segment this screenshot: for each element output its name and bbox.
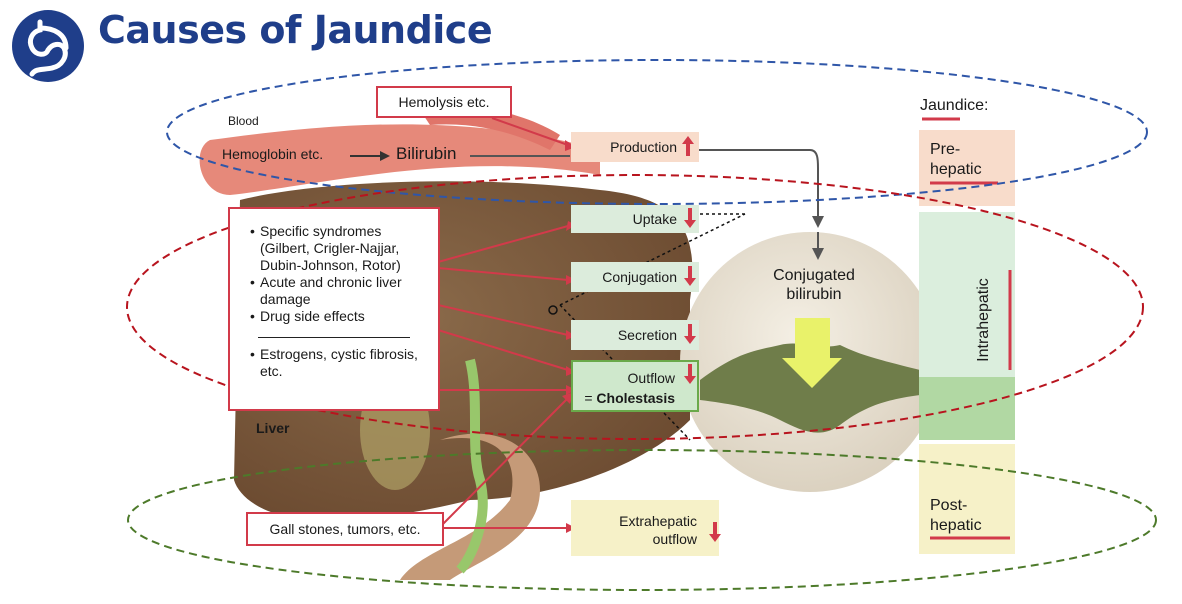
- prehepatic-ellipse: [166, 59, 1148, 205]
- conjugated-line-1: Conjugated: [773, 267, 855, 284]
- extrahepatic-label-1: Extrahepatic: [619, 513, 697, 529]
- conjugation-label: Conjugation: [602, 269, 677, 285]
- uptake-label: Uptake: [632, 211, 677, 227]
- blood-vessel: [199, 124, 600, 195]
- prehepatic-label: Pre- hepatic: [930, 140, 982, 180]
- hemoglobin-label: Hemoglobin etc.: [222, 146, 324, 162]
- conjugation-tag: Conjugation: [571, 262, 699, 292]
- extrahepatic-tag: Extrahepatic outflow: [571, 500, 719, 556]
- stomach-icon: [12, 10, 84, 82]
- uptake-tag: Uptake: [571, 205, 699, 233]
- cause-item: Acute and chronic liver damage: [250, 274, 428, 308]
- secretion-tag: Secretion: [571, 320, 699, 350]
- prehepatic-line-1: Pre-: [930, 141, 961, 158]
- gallstones-label: Gall stones, tumors, etc.: [269, 521, 421, 537]
- decrease-arrow-icon: [684, 208, 696, 228]
- intrahepatic-label: Intrahepatic: [975, 278, 992, 362]
- production-tag: Production: [571, 132, 699, 162]
- extrahepatic-label-2: outflow: [652, 531, 697, 547]
- liver-label: Liver: [256, 420, 290, 436]
- intrahepatic-ellipse: [126, 174, 1144, 440]
- cholestasis-prefix: =: [584, 390, 597, 406]
- posthepatic-line-2: hepatic: [930, 517, 982, 534]
- hemolysis-label: Hemolysis etc.: [398, 94, 490, 110]
- decrease-arrow-icon: [684, 324, 696, 344]
- posthepatic-line-1: Post-: [930, 497, 968, 514]
- cause-item-extra: Estrogens, cystic fibrosis, etc.: [250, 346, 428, 380]
- conjugated-line-2: bilirubin: [786, 286, 842, 303]
- bilirubin-arrow: [782, 318, 842, 388]
- prehepatic-bg: [919, 130, 1015, 206]
- cholestasis-label: Cholestasis: [596, 390, 675, 406]
- decrease-arrow-icon: [709, 522, 721, 542]
- bile-duct: [456, 358, 488, 574]
- jaundice-header: Jaundice:: [920, 97, 989, 114]
- causes-list: Specific syndromes (Gilbert, Crigler-Naj…: [246, 223, 428, 325]
- hemolysis-box: Hemolysis etc.: [376, 86, 512, 118]
- conjugated-bilirubin-label: Conjugated bilirubin: [754, 266, 874, 304]
- posthepatic-label: Post- hepatic: [930, 496, 982, 536]
- increase-arrow-icon: [682, 136, 694, 156]
- outflow-label: Outflow: [627, 370, 675, 386]
- cause-item: Specific syndromes (Gilbert, Crigler-Naj…: [250, 223, 428, 274]
- causes-box: Specific syndromes (Gilbert, Crigler-Naj…: [228, 207, 440, 411]
- production-label: Production: [610, 139, 677, 155]
- secretion-label: Secretion: [617, 327, 677, 343]
- canaliculus: [700, 343, 920, 433]
- blood-label: Blood: [228, 114, 259, 128]
- outflow-tag: Outflow = Cholestasis: [571, 360, 699, 412]
- cause-arrows: [437, 117, 569, 529]
- prehepatic-line-2: hepatic: [930, 161, 982, 178]
- posthepatic-ellipse: [127, 449, 1157, 591]
- bilirubin-label: Bilirubin: [396, 144, 457, 163]
- decrease-arrow-icon: [684, 364, 696, 384]
- divider: [258, 337, 410, 338]
- decrease-arrow-icon: [684, 266, 696, 286]
- gallstones-box: Gall stones, tumors, etc.: [246, 512, 444, 546]
- cause-item: Drug side effects: [250, 308, 428, 325]
- page-title: Causes of Jaundice: [98, 8, 493, 52]
- intestine: [400, 433, 540, 580]
